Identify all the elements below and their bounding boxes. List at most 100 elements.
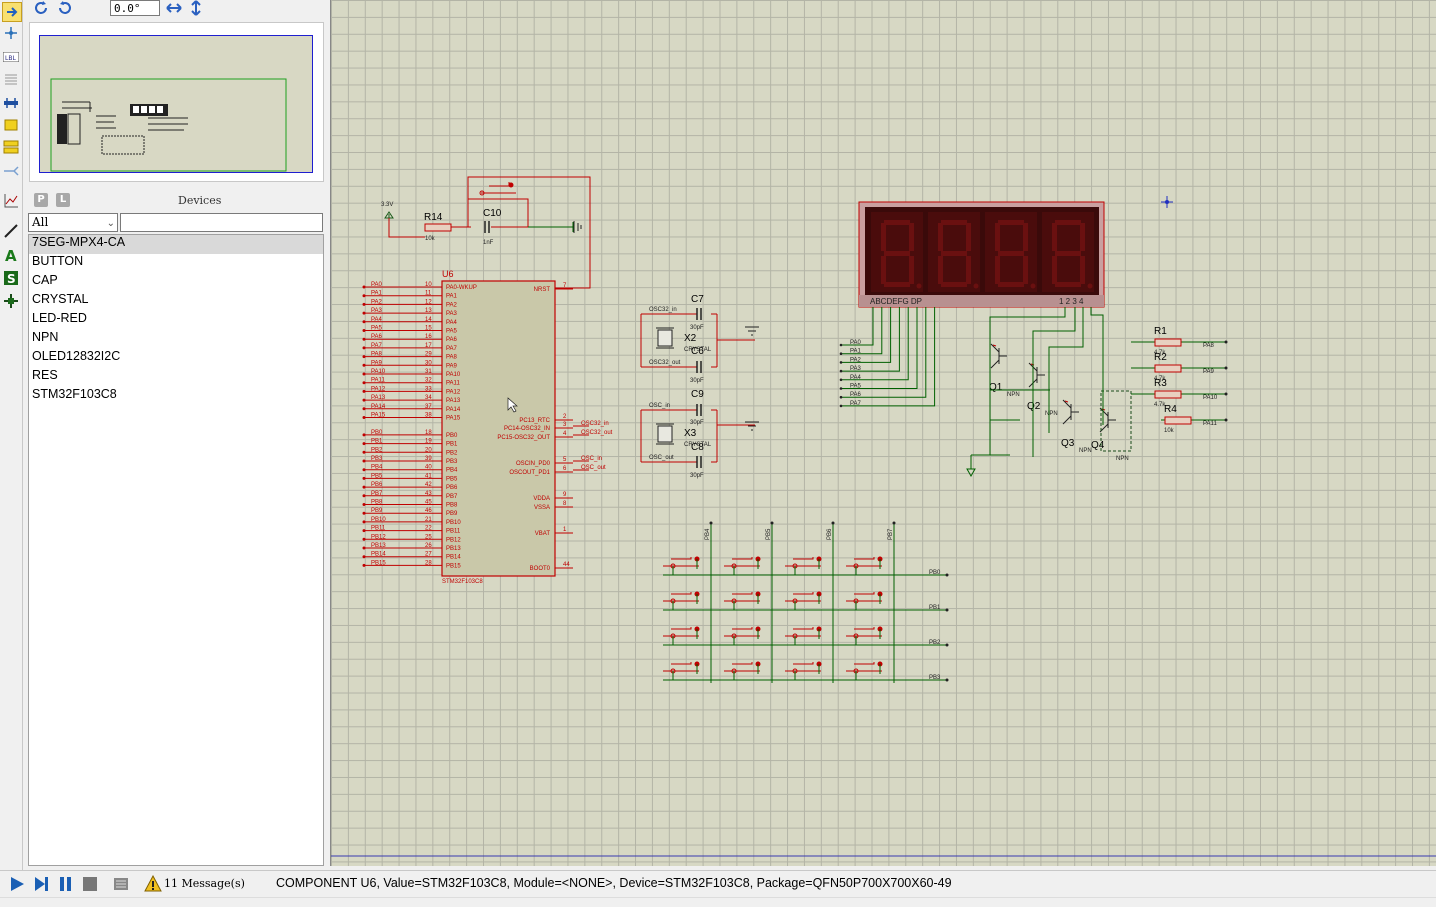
play-icon[interactable] [8, 875, 26, 897]
device-list[interactable]: 7SEG-MPX4-CA BUTTON CAP CRYSTAL LED-RED … [28, 234, 324, 866]
step-icon[interactable] [32, 875, 50, 897]
pin-mode-icon[interactable] [2, 162, 20, 180]
net-label: PA8 [1203, 343, 1215, 349]
segment [1052, 223, 1057, 251]
oscillator-circuits[interactable]: C7 C6 C9 C8 30pF 30pF 30pF 30pF X2 X3 CR… [640, 294, 759, 479]
net-label: PA4 [371, 317, 383, 323]
pin-end-dot [362, 459, 366, 463]
device-list-item[interactable]: NPN [32, 330, 59, 344]
device-list-item[interactable]: 7SEG-MPX4-CA [29, 235, 323, 254]
bus-mode-icon[interactable] [2, 94, 20, 112]
device-list-item[interactable]: LED-RED [32, 311, 87, 325]
device-list-item[interactable]: BUTTON [32, 254, 84, 268]
selection-mode-icon[interactable] [2, 2, 22, 22]
terminal-mode-icon[interactable] [2, 138, 20, 156]
mode-toolbar: LBL A S [0, 0, 23, 870]
segment [881, 256, 886, 284]
driver-resistor[interactable] [1164, 416, 1192, 425]
net-label: PA9 [1203, 369, 1215, 375]
messages-count[interactable]: 11 Message(s) [164, 877, 245, 890]
overview-sheet[interactable] [39, 35, 313, 173]
line-mode-icon[interactable] [2, 222, 20, 240]
device-list-item[interactable]: CRYSTAL [32, 292, 89, 306]
rotate-clockwise-icon[interactable] [34, 0, 50, 20]
label-mode-icon[interactable]: LBL [2, 48, 20, 66]
net-osc-in: OSC_in [649, 403, 670, 409]
pin-end-dot [892, 521, 896, 525]
button-switch [846, 592, 882, 602]
pin-end-dot [839, 369, 843, 373]
x3-type: CRYSTAL [684, 442, 712, 448]
text-script-icon[interactable] [2, 70, 20, 88]
mirror-vertical-icon[interactable] [188, 0, 204, 20]
seven-seg-display[interactable]: ABCDEFG DP 1 2 3 4 PA0PA1PA2PA3PA4PA5PA6… [839, 201, 1228, 478]
net-label: PA3 [850, 366, 862, 372]
net-label: PA15 [371, 413, 386, 419]
net-label: PA2 [371, 299, 383, 305]
log-icon[interactable] [112, 876, 130, 896]
segment [1055, 251, 1081, 256]
pin-end-dot [362, 355, 366, 359]
rotation-angle-input[interactable]: 0.0° [110, 0, 160, 16]
pin-end-dot [362, 546, 366, 550]
transistor-ref: Q4 [1091, 440, 1105, 451]
segment-wire [841, 307, 892, 363]
warning-icon[interactable] [144, 874, 162, 897]
segment [995, 223, 1000, 251]
pin-number: 20 [425, 447, 432, 453]
c6-value: 30pF [690, 378, 704, 384]
driver-resistor[interactable] [1154, 364, 1182, 373]
power-label: 3.3V [381, 202, 393, 208]
net-label: PB5 [766, 528, 772, 540]
pick-devices-button[interactable]: P [34, 193, 48, 207]
pin-name: PB2 [446, 450, 458, 456]
pin-number: 21 [425, 517, 432, 523]
pin-end-dot [362, 511, 366, 515]
x2-type: CRYSTAL [684, 347, 712, 353]
pin-end-dot [362, 537, 366, 541]
marker-mode-icon[interactable] [2, 292, 20, 310]
device-list-item[interactable]: STM32F103C8 [32, 387, 117, 401]
reset-circuit[interactable]: 3.3V R14 10k C10 1nF [381, 176, 591, 289]
pin-number: 16 [425, 334, 432, 340]
subcircuit-icon[interactable] [2, 116, 20, 134]
pause-icon[interactable] [57, 875, 75, 897]
device-category-select[interactable]: All⌄ [28, 213, 118, 232]
component-mode-icon[interactable] [2, 24, 20, 42]
driver-wiring [971, 307, 1104, 457]
symbol-mode-icon[interactable]: S [2, 269, 20, 287]
mirror-horizontal-icon[interactable] [165, 0, 183, 20]
device-list-item[interactable]: RES [32, 368, 58, 382]
library-manager-button[interactable]: L [56, 193, 70, 207]
stop-icon[interactable] [81, 875, 99, 897]
resistor-value: 4.7k [1154, 376, 1166, 382]
pin-end-dot [839, 387, 843, 390]
mouse-pointer-icon [507, 397, 518, 413]
pin-number: 42 [425, 482, 432, 488]
driver-resistor[interactable] [1154, 338, 1182, 347]
r14-resistor[interactable] [424, 223, 452, 232]
device-search-input[interactable] [120, 213, 323, 232]
pin-end-dot [362, 311, 366, 315]
device-list-item[interactable]: OLED12832I2C [32, 349, 121, 363]
text-mode-icon[interactable]: A [2, 246, 20, 264]
pin-number: 8 [563, 501, 567, 507]
net-label: PB2 [371, 447, 383, 453]
segment [1080, 256, 1085, 284]
driver-resistor[interactable] [1154, 390, 1182, 399]
net-label: PA3 [371, 308, 383, 314]
rotate-anticlockwise-icon[interactable] [56, 0, 72, 20]
pin-end-dot [839, 404, 843, 408]
device-list-item[interactable]: CAP [32, 273, 58, 287]
pin-name: PB3 [446, 459, 458, 465]
pin-name: VSSA [534, 505, 550, 511]
pin-end-dot [362, 302, 366, 306]
graph-mode-icon[interactable] [2, 192, 20, 210]
net-label: PA7 [371, 343, 383, 349]
segment [941, 282, 967, 287]
resistor-value: 4.7k [1154, 350, 1166, 356]
